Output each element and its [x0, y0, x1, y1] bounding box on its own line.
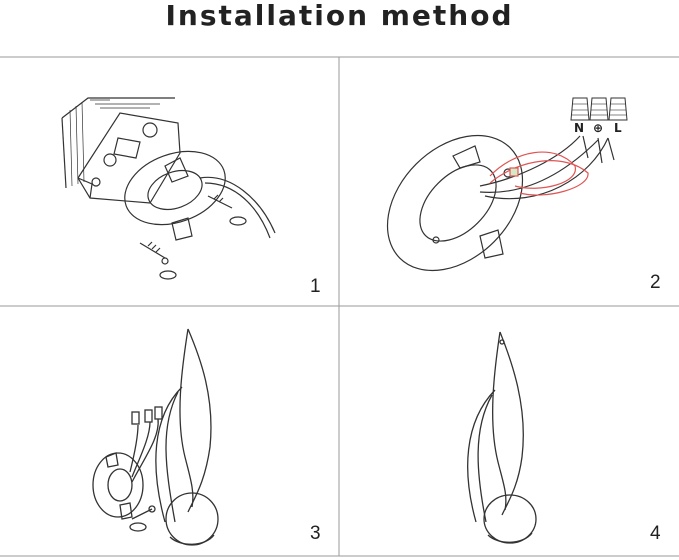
- step-1-panel: 1: [0, 58, 339, 306]
- wire-label-ground: ⊕: [593, 121, 603, 135]
- step-3-panel: 3: [0, 307, 339, 556]
- step-2-panel: N ⊕ L 2: [340, 58, 679, 306]
- step-2-number: 2: [650, 272, 661, 293]
- page-title: Installation method: [165, 0, 514, 32]
- step-1-illustration: [61, 97, 276, 280]
- step-1-number: 1: [310, 276, 321, 297]
- step-4-panel: 4: [340, 307, 679, 556]
- wire-label-l: L: [614, 121, 622, 135]
- step-3-number: 3: [310, 523, 321, 544]
- wire-label-n: N: [574, 121, 584, 135]
- step-4-number: 4: [650, 523, 661, 544]
- step-3-illustration: [92, 328, 219, 546]
- step-2-illustration: N ⊕ L: [386, 97, 628, 272]
- step-4-illustration: [467, 331, 537, 544]
